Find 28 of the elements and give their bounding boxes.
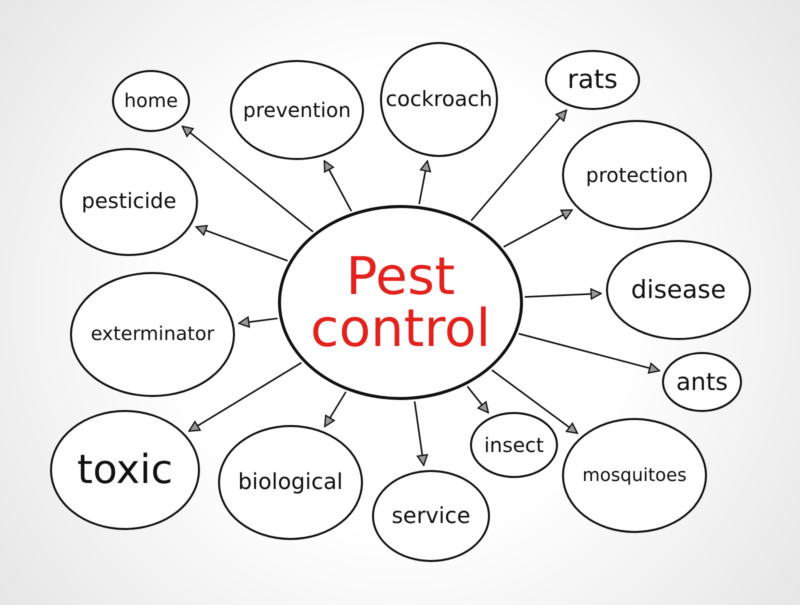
topic-label: home: [124, 88, 178, 114]
topic-label: mosquitoes: [582, 464, 687, 488]
arrow: [418, 160, 432, 204]
topic-label: toxic: [77, 446, 173, 495]
topic-label: exterminator: [90, 322, 214, 348]
central-topic-label: Pest control: [310, 250, 491, 354]
arrow: [524, 288, 602, 300]
arrow: [182, 126, 314, 232]
arrow: [466, 386, 489, 414]
arrow: [195, 224, 288, 262]
arrow: [491, 369, 578, 434]
arrow: [503, 209, 573, 248]
topic-label: ants: [676, 367, 728, 398]
topic-label: cockroach: [386, 86, 492, 113]
arrow: [188, 362, 302, 432]
topic-label: biological: [238, 469, 343, 497]
topic-label: prevention: [243, 97, 351, 124]
topic-label: protection: [586, 162, 688, 189]
arrow: [470, 109, 568, 222]
arrow: [238, 316, 278, 328]
topic-label: service: [392, 502, 470, 530]
arrow: [414, 401, 428, 466]
topic-label: pesticide: [82, 188, 176, 216]
topic-label: insect: [484, 432, 544, 459]
arrow: [324, 160, 352, 212]
topic-label: disease: [631, 274, 726, 306]
topic-label: rats: [567, 64, 618, 96]
arrow: [518, 332, 660, 374]
